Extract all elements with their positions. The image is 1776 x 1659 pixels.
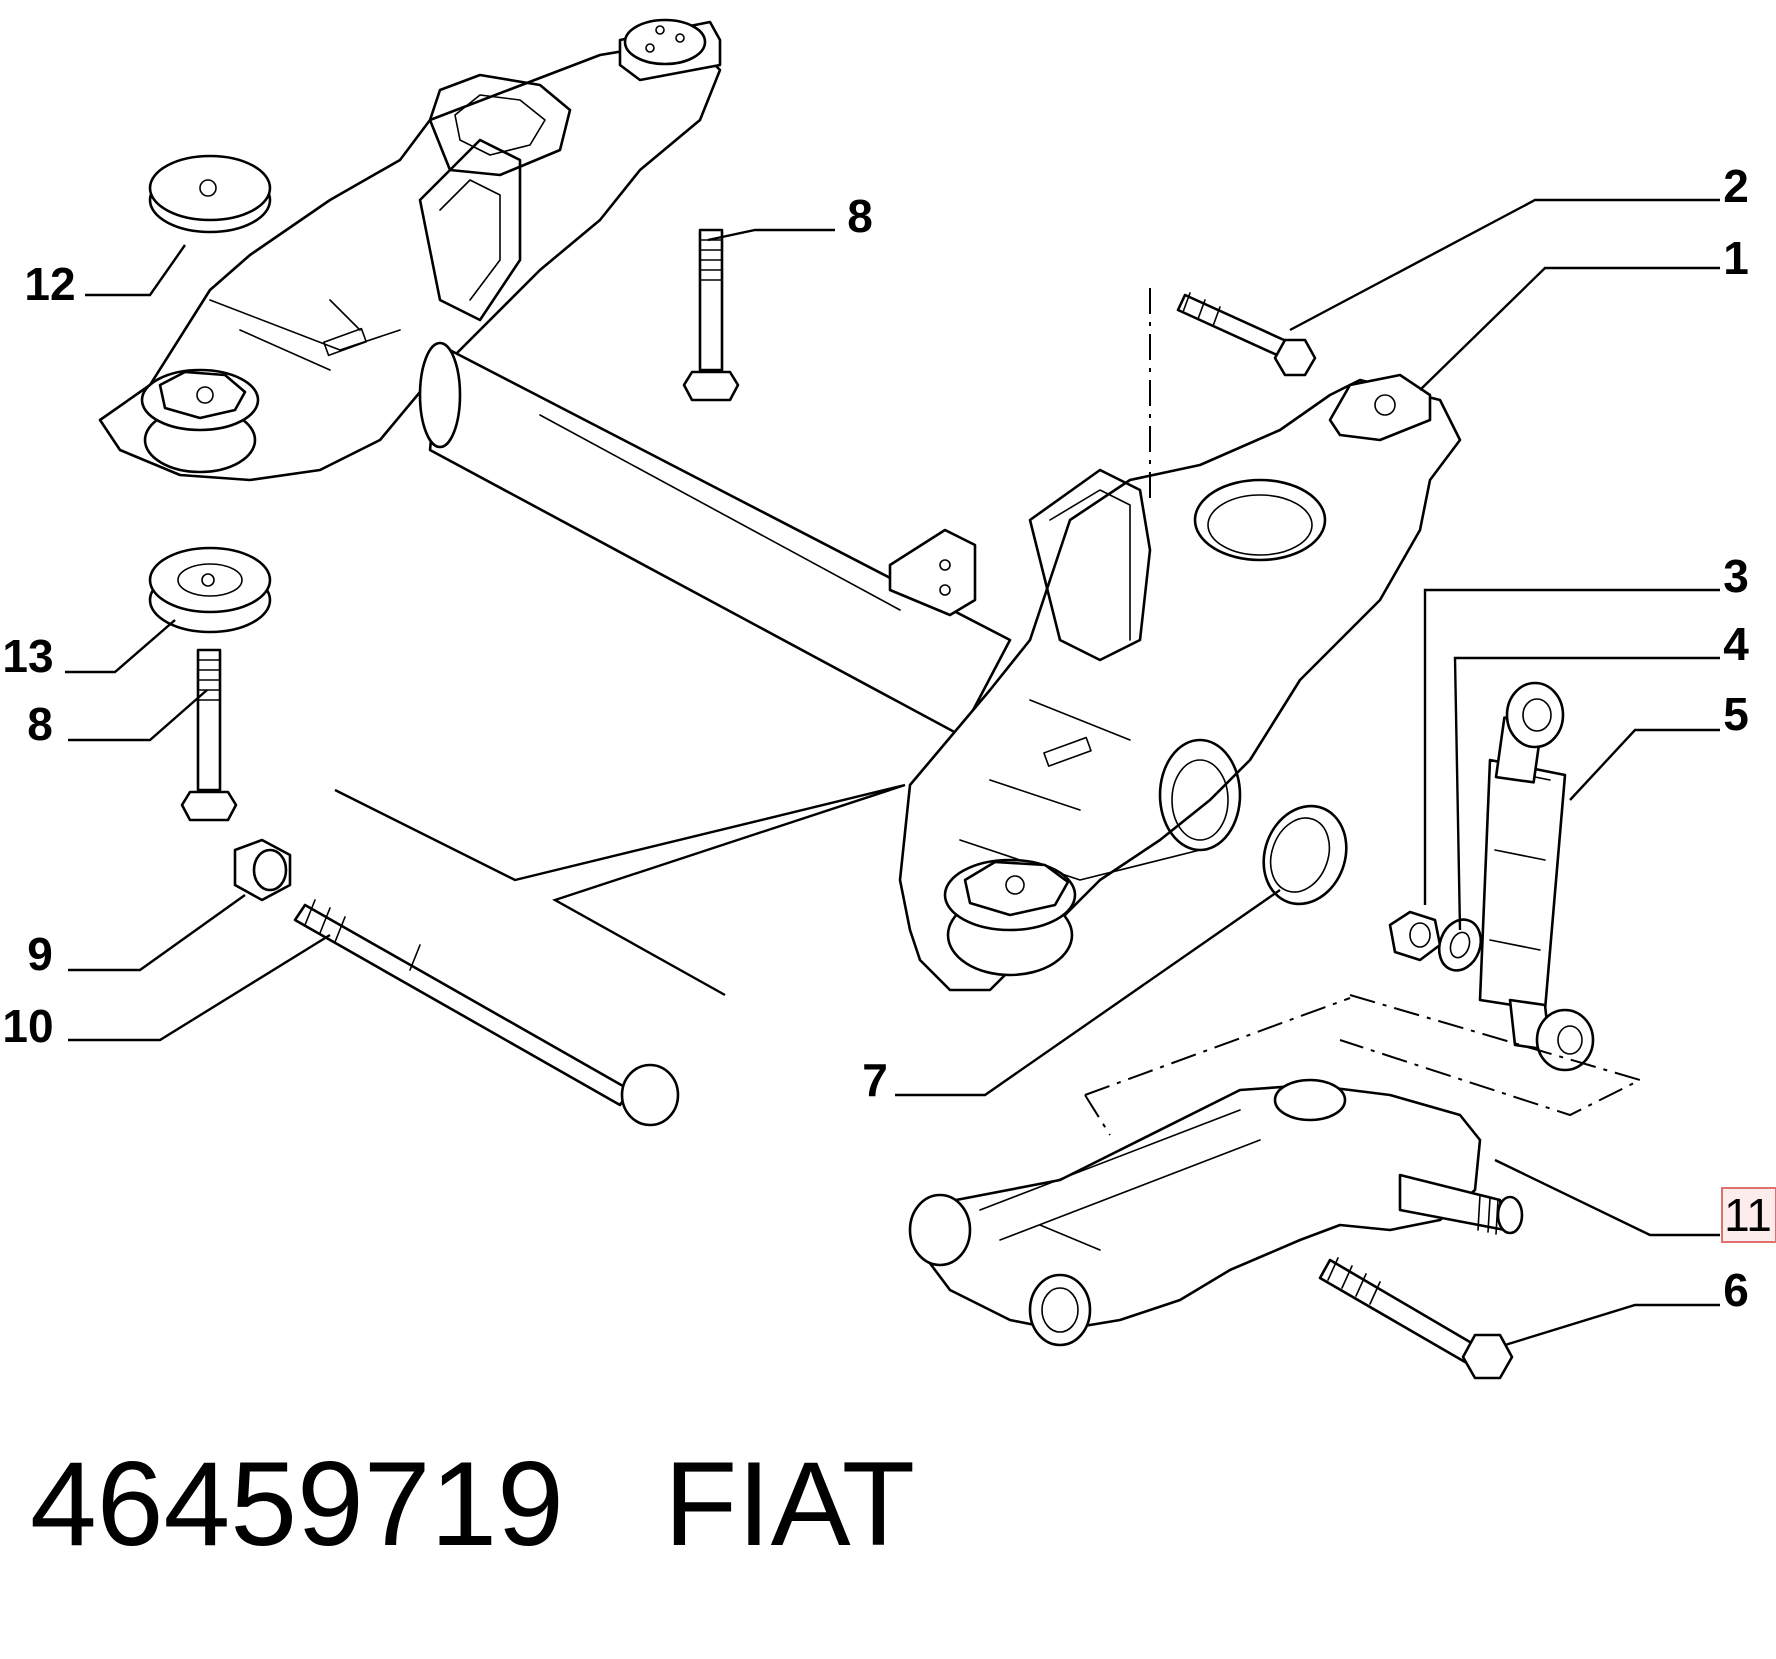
- crossmember-tube: [418, 341, 1012, 737]
- callout-10: 10: [2, 1000, 53, 1052]
- part-caption: 46459719 FIAT: [30, 1444, 915, 1564]
- callout-2: 2: [1723, 160, 1749, 212]
- shock-nut: [1388, 910, 1442, 962]
- callout-8-top: 8: [847, 190, 873, 242]
- shock-washer: [1437, 918, 1483, 972]
- callout-1: 1: [1723, 232, 1749, 284]
- callout-11: 11: [1724, 1189, 1772, 1241]
- control-arm-bolt: [1318, 1257, 1514, 1380]
- flange-nut: [233, 838, 292, 902]
- lower-rubber-mount: [148, 546, 272, 634]
- shock-absorber: [1478, 681, 1595, 1072]
- callout-6: 6: [1723, 1264, 1749, 1316]
- upper-mount-washer: [148, 154, 272, 234]
- callout-5: 5: [1723, 688, 1749, 740]
- callout-labels: 1 2 3 4 5 6 7 8 8 9 10 11 12 13: [2, 160, 1776, 1316]
- callout-11-highlight: [1721, 1187, 1776, 1243]
- vertical-bolt-left: [180, 648, 238, 822]
- vertical-bolt-top: [682, 228, 740, 402]
- callout-8-left: 8: [27, 698, 53, 750]
- brand-name: FIAT: [663, 1437, 916, 1571]
- callout-13: 13: [2, 630, 53, 682]
- callout-4: 4: [1723, 618, 1749, 670]
- mount-bolt-upper: [1176, 292, 1317, 377]
- seal-ring: [1262, 804, 1348, 906]
- assembly-line-tube-left: [334, 783, 906, 997]
- right-crossmember-bracket: [898, 373, 1462, 992]
- callout-7: 7: [862, 1054, 888, 1106]
- lower-control-arm: [908, 1078, 1524, 1347]
- assembly-line-arm: [1084, 994, 1643, 1136]
- callout-9: 9: [27, 928, 53, 980]
- long-through-bolt: [293, 899, 680, 1127]
- part-number: 46459719: [30, 1437, 564, 1571]
- callout-3: 3: [1723, 550, 1749, 602]
- callout-12: 12: [24, 258, 75, 310]
- left-crossmember-bracket: [98, 18, 722, 482]
- leader-lines: [65, 198, 1720, 1347]
